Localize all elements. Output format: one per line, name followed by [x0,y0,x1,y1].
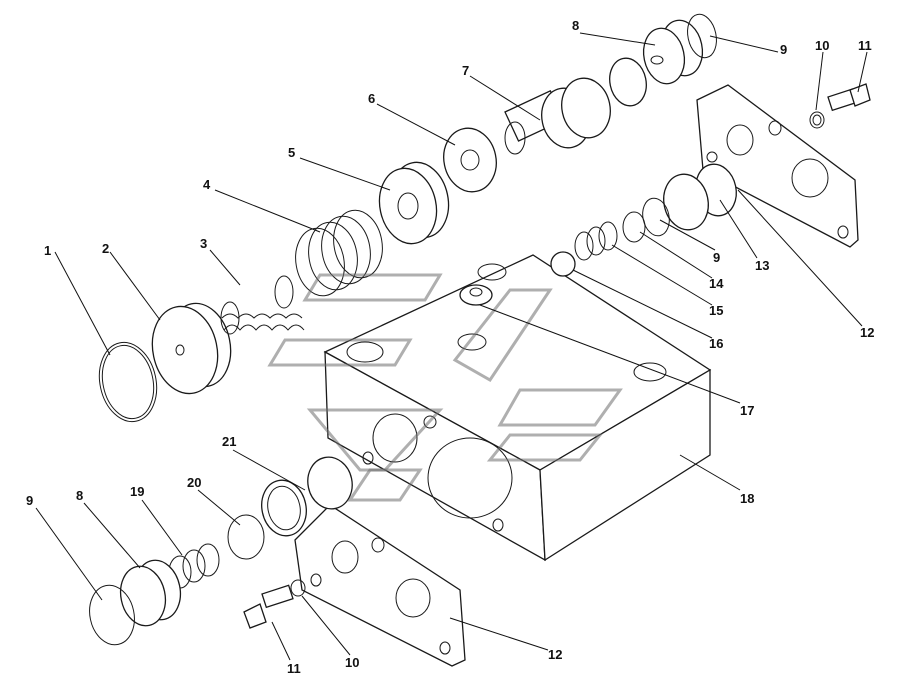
callout-2: 2 [102,241,109,256]
washer-part-10-bottom [290,579,306,597]
washer-part-20 [227,514,265,560]
callout-8-bottom: 8 [76,488,83,503]
callout-19: 19 [130,484,144,499]
callout-3: 3 [200,236,207,251]
callout-6: 6 [368,91,375,106]
end-cap-part-2 [151,302,232,395]
plug-part-8-top [642,19,704,85]
cover-plate-part-12-bottom [294,504,466,667]
callout-13: 13 [755,258,769,273]
leader-lines [35,32,868,661]
callout-15: 15 [709,303,723,318]
washer-part-5 [378,161,450,245]
callout-11-top: 11 [858,38,872,53]
callout-20: 20 [187,475,201,490]
callout-10-top: 10 [815,38,829,53]
washer-part-14 [622,211,646,243]
callout-11-bottom: 11 [287,661,301,676]
o-ring-part-9-top [687,13,717,59]
washer-part-6 [443,127,497,193]
callout-17: 17 [740,403,754,418]
spring-part-3 [220,275,305,335]
callout-10-bottom: 10 [345,655,359,670]
callout-4: 4 [203,177,211,192]
callout-9-bottom: 9 [26,493,33,508]
spring-part-15 [574,221,618,261]
callout-14: 14 [709,276,724,291]
bolt-part-11-bottom [243,584,294,629]
callout-21: 21 [222,434,236,449]
watermark-logo [267,273,623,502]
sleeve-part-13 [663,163,737,231]
plug-part-17 [457,284,493,351]
callout-labels: 1 2 3 4 5 6 7 8 9 10 11 9 13 14 15 16 17… [26,18,874,676]
callout-12-bottom: 12 [548,647,562,662]
callout-9-top: 9 [780,42,787,57]
callout-12-top: 12 [860,325,874,340]
callout-1: 1 [44,243,51,258]
callout-8-top: 8 [572,18,579,33]
spring-part-4 [295,209,383,297]
callout-18: 18 [740,491,754,506]
plug-part-8-bottom [119,559,182,627]
ball-part-16 [550,251,576,277]
washer-part-10-top [809,111,825,129]
callout-16: 16 [709,336,723,351]
o-ring-part-9-bottom [89,584,135,646]
valve-body-part-18 [323,254,712,562]
o-ring-part-1 [98,341,158,423]
callout-5: 5 [288,145,295,160]
sleeve-part-21 [261,456,353,537]
callout-9-mid: 9 [713,250,720,265]
callout-7: 7 [462,63,469,78]
bolt-part-11-top [827,83,871,112]
spool-part-7 [504,57,647,155]
